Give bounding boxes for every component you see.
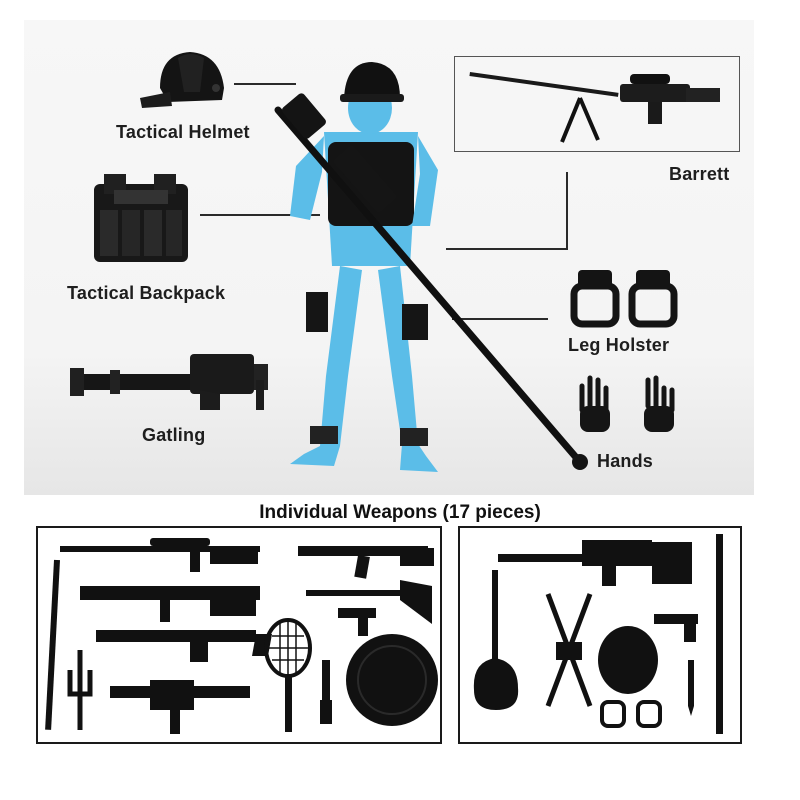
leader-line-backpack xyxy=(200,214,320,216)
label-gatling: Gatling xyxy=(142,425,206,445)
leg-holster-image-left xyxy=(570,270,620,328)
label-barrett: Barrett xyxy=(669,164,730,184)
action-figure-image xyxy=(274,62,588,472)
gatling-image xyxy=(70,354,268,410)
label-tactical-backpack: Tactical Backpack xyxy=(67,283,226,303)
backpack-image xyxy=(94,174,188,262)
leader-line-barrett-h xyxy=(446,248,568,250)
label-tactical-helmet: Tactical Helmet xyxy=(116,122,250,142)
label-hands: Hands xyxy=(597,451,654,471)
hands-image-right xyxy=(644,375,675,432)
leader-line-holster xyxy=(452,318,548,320)
leader-line-barrett-v xyxy=(566,172,568,250)
weapons-image-left xyxy=(45,538,438,734)
weapons-image-right xyxy=(473,534,723,734)
label-leg-holster: Leg Holster xyxy=(568,335,670,355)
helmet-image xyxy=(140,52,224,108)
weapons-heading: Individual Weapons (17 pieces) xyxy=(259,502,541,523)
leg-holster-image-right xyxy=(628,270,678,328)
hands-image-left xyxy=(579,375,610,432)
leader-line-helmet xyxy=(234,83,296,85)
barrett-rifle-image xyxy=(469,72,720,143)
